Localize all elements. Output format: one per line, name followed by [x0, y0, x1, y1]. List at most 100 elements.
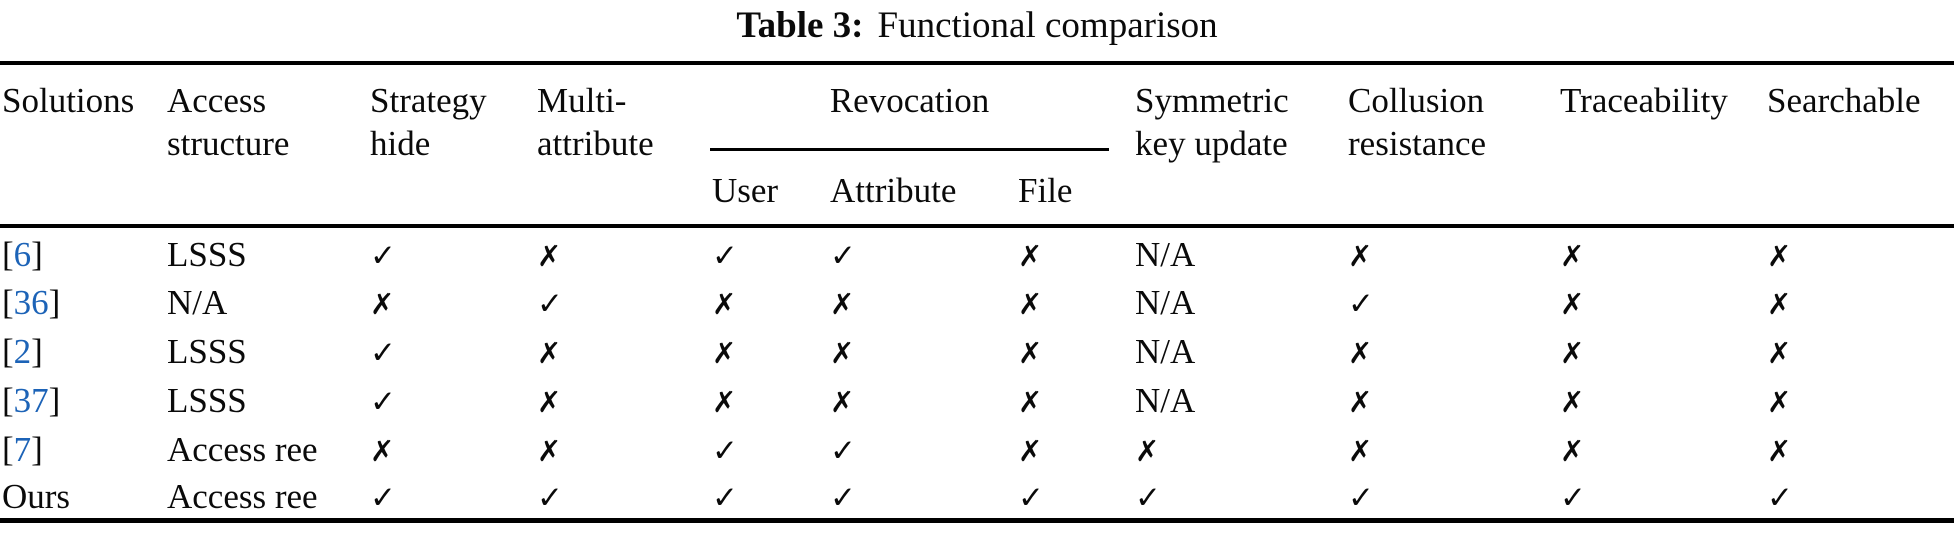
cell-collusion-resistance: ✗: [1346, 422, 1558, 471]
table-caption: Table 3:Functional comparison: [0, 0, 1954, 61]
cell-revocation-file: ✗: [1016, 226, 1133, 275]
cell-multi-attribute: ✗: [535, 324, 710, 373]
cross-icon: ✗: [1135, 433, 1160, 468]
cross-icon: ✗: [370, 286, 395, 321]
access-structure-cell: LSSS: [167, 380, 247, 420]
col-header-line: Traceability: [1560, 81, 1728, 120]
access-structure-cell: LSSS: [167, 234, 247, 274]
cell-traceability: ✗: [1558, 422, 1765, 471]
col-subheader-user: User: [712, 171, 779, 210]
cell-searchable: ✗: [1765, 275, 1954, 324]
cell-strategy-hide: ✓: [368, 226, 535, 275]
cell-searchable: ✗: [1765, 422, 1954, 471]
cross-icon: ✗: [712, 286, 737, 321]
check-icon: ✓: [830, 237, 856, 274]
cell-revocation-user: ✗: [710, 275, 828, 324]
cross-icon: ✗: [1560, 384, 1585, 419]
cell-collusion-resistance: ✗: [1346, 373, 1558, 422]
col-header-line: resistance: [1348, 124, 1487, 163]
table-row: [37]LSSS✓✗✗✗✗N/A✗✗✗: [0, 373, 1954, 422]
col-header-strategy-hide: Strategy hide: [368, 63, 535, 226]
table-row: [36]N/A✗✓✗✗✗N/A✓✗✗: [0, 275, 1954, 324]
cell-revocation-user: ✓: [710, 471, 828, 520]
col-header-line: attribute: [537, 124, 654, 163]
check-icon: ✓: [712, 432, 738, 469]
col-header-solutions: Solutions: [0, 63, 165, 226]
cell-symmetric-key-update: N/A: [1133, 275, 1346, 324]
check-icon: ✓: [830, 480, 856, 517]
check-icon: ✓: [1135, 480, 1162, 517]
table-body: [6]LSSS✓✗✓✓✗N/A✗✗✗[36]N/A✗✓✗✗✗N/A✓✗✗[2]L…: [0, 226, 1954, 520]
access-structure-cell: N/A: [167, 282, 228, 322]
cross-icon: ✗: [1767, 384, 1792, 419]
cell-collusion-resistance: ✗: [1346, 324, 1558, 373]
cell-multi-attribute: ✗: [535, 226, 710, 275]
cross-icon: ✗: [1560, 335, 1585, 370]
check-icon: ✓: [370, 237, 396, 274]
cell-strategy-hide: ✗: [368, 275, 535, 324]
cell-symmetric-key-update: N/A: [1133, 373, 1346, 422]
cross-icon: ✗: [1018, 384, 1043, 419]
cell-traceability: ✗: [1558, 275, 1765, 324]
cell-revocation-attribute: ✓: [828, 471, 1016, 520]
col-header-searchable: Searchable: [1765, 63, 1954, 226]
citation-ref-link[interactable]: 36: [13, 282, 49, 322]
table-caption-label: Table 3:: [736, 5, 864, 46]
check-icon: ✓: [1767, 480, 1794, 517]
cross-icon: ✗: [1767, 335, 1792, 370]
solution-cell: Ours: [2, 477, 71, 517]
cell-strategy-hide: ✓: [368, 373, 535, 422]
solution-cell: [36]: [2, 282, 61, 322]
check-icon: ✓: [370, 334, 396, 371]
solution-cell: [7]: [2, 429, 43, 469]
check-icon: ✓: [370, 383, 396, 420]
cross-icon: ✗: [1560, 238, 1585, 273]
na-text: N/A: [1135, 234, 1196, 274]
cell-revocation-attribute: ✓: [828, 422, 1016, 471]
access-structure-cell: Access ree: [167, 429, 318, 469]
cell-revocation-file: ✗: [1016, 275, 1133, 324]
cross-icon: ✗: [712, 384, 737, 419]
cross-icon: ✗: [1018, 286, 1043, 321]
table-row: [2]LSSS✓✗✗✗✗N/A✗✗✗: [0, 324, 1954, 373]
citation-ref-link[interactable]: 2: [13, 331, 32, 371]
col-header-line: Strategy: [370, 81, 487, 120]
col-header-line: structure: [167, 124, 290, 163]
check-icon: ✓: [370, 480, 396, 517]
check-icon: ✓: [830, 432, 856, 469]
citation-ref-link[interactable]: 37: [13, 380, 49, 420]
col-header-line: hide: [370, 124, 431, 163]
revocation-group-label: Revocation: [710, 65, 1110, 151]
cell-searchable: ✓: [1765, 471, 1954, 520]
check-icon: ✓: [537, 480, 563, 517]
col-subheader-attribute: Attribute: [830, 171, 957, 210]
col-header-line: Symmetric: [1135, 81, 1289, 120]
cross-icon: ✗: [1348, 384, 1373, 419]
check-icon: ✓: [537, 285, 563, 322]
access-structure-cell: LSSS: [167, 331, 247, 371]
cell-revocation-user: ✓: [710, 226, 828, 275]
cross-icon: ✗: [1348, 238, 1373, 273]
cell-searchable: ✗: [1765, 226, 1954, 275]
cell-strategy-hide: ✓: [368, 324, 535, 373]
cell-revocation-file: ✗: [1016, 324, 1133, 373]
cell-revocation-attribute: ✗: [828, 275, 1016, 324]
cross-icon: ✗: [1018, 433, 1043, 468]
col-header-line: Solutions: [2, 81, 135, 120]
cross-icon: ✗: [712, 335, 737, 370]
col-header-multi-attribute: Multi- attribute: [535, 63, 710, 226]
cross-icon: ✗: [537, 335, 562, 370]
cross-icon: ✗: [1560, 286, 1585, 321]
col-header-line: key update: [1135, 124, 1288, 163]
col-group-header-revocation: Revocation: [710, 63, 1133, 151]
na-text: N/A: [1135, 380, 1196, 420]
solution-cell: [37]: [2, 380, 61, 420]
col-subheader-file: File: [1018, 171, 1073, 210]
citation-ref-link[interactable]: 7: [13, 429, 32, 469]
cell-revocation-attribute: ✓: [828, 226, 1016, 275]
citation-ref-link[interactable]: 6: [13, 234, 32, 274]
table-row: [6]LSSS✓✗✓✓✗N/A✗✗✗: [0, 226, 1954, 275]
cross-icon: ✗: [537, 238, 562, 273]
cell-traceability: ✓: [1558, 471, 1765, 520]
